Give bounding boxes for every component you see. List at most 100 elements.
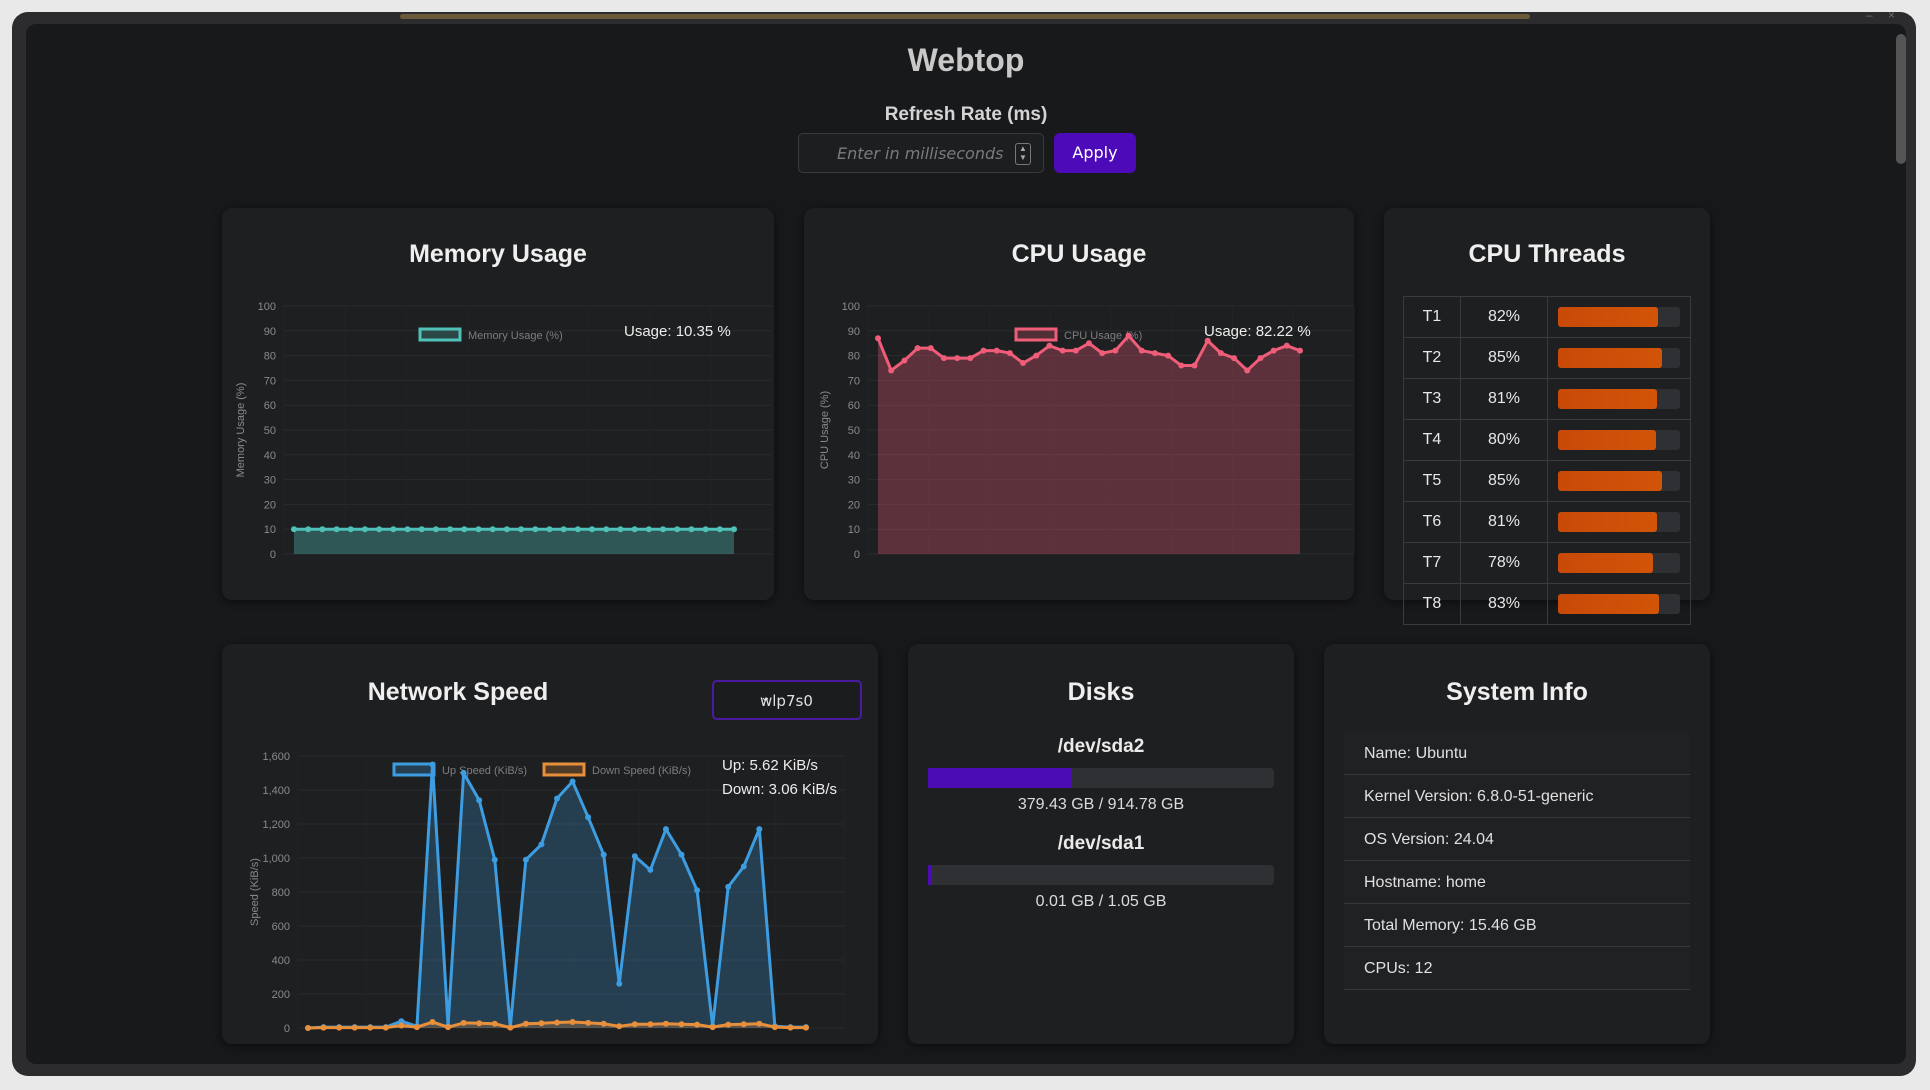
data-point — [647, 866, 654, 873]
data-point — [678, 1021, 685, 1028]
apply-button[interactable]: Apply — [1054, 133, 1136, 173]
y-tick-label: 100 — [842, 301, 860, 313]
data-point — [1138, 347, 1145, 354]
thread-percent: 81% — [1460, 378, 1548, 420]
network-interface-value: wlp7s0 — [760, 692, 813, 710]
thread-id: T1 — [1403, 296, 1461, 338]
memory-usage-title: Memory Usage — [409, 240, 587, 268]
data-point — [305, 1025, 311, 1031]
data-point — [647, 1021, 654, 1028]
page-scrollbar[interactable] — [1896, 34, 1906, 164]
data-point — [305, 526, 312, 533]
data-point — [617, 526, 624, 533]
system-info-row: OS Version: 24.04 — [1344, 818, 1690, 861]
thread-progress-fill — [1558, 471, 1662, 491]
data-point — [569, 778, 576, 785]
minimize-icon[interactable]: – — [1866, 8, 1873, 22]
data-point — [585, 814, 592, 821]
data-point — [725, 883, 732, 890]
data-point — [940, 355, 947, 362]
thread-id: T7 — [1403, 542, 1461, 584]
y-axis-label: CPU Usage (%) — [819, 391, 831, 469]
thread-id: T8 — [1403, 583, 1461, 625]
data-point — [631, 853, 638, 860]
y-tick-label: 1,400 — [262, 785, 290, 797]
data-point — [351, 1024, 358, 1031]
data-point — [569, 1019, 576, 1026]
data-point — [491, 856, 498, 863]
thread-bar-cell — [1547, 460, 1691, 502]
thread-progress-bar — [1558, 594, 1680, 614]
window-drag-bar[interactable] — [400, 14, 1530, 19]
data-point — [447, 526, 454, 533]
data-point — [319, 526, 326, 533]
data-point — [662, 1020, 669, 1027]
thread-progress-bar — [1558, 307, 1680, 327]
data-point — [645, 526, 652, 533]
y-tick-label: 0 — [854, 549, 860, 561]
network-interface-select[interactable]: wlp7s0 ⌄ — [712, 680, 862, 720]
data-point — [413, 1024, 420, 1031]
data-point — [522, 856, 529, 863]
disk-usage-fill — [928, 768, 1072, 788]
data-point — [1151, 350, 1158, 357]
data-point — [320, 1024, 327, 1031]
data-point — [674, 526, 681, 533]
memory-usage-value: Usage: 10.35 % — [624, 323, 731, 340]
data-point — [460, 1019, 467, 1026]
legend-swatch — [542, 762, 586, 777]
data-point — [731, 526, 737, 533]
series-area — [294, 529, 734, 554]
data-point — [361, 526, 368, 533]
number-spinner-icon[interactable]: ▲▼ — [1015, 143, 1031, 165]
close-icon[interactable]: × — [1888, 8, 1896, 22]
data-point — [1270, 347, 1277, 354]
disk-name: /dev/sda2 — [1057, 736, 1145, 757]
y-tick-label: 20 — [264, 499, 276, 511]
y-tick-label: 40 — [264, 450, 276, 462]
thread-percent: 85% — [1460, 337, 1548, 379]
data-point — [1046, 342, 1053, 349]
thread-progress-bar — [1558, 348, 1680, 368]
disk-usage-fill — [928, 865, 933, 885]
data-point — [554, 795, 560, 802]
y-tick-label: 800 — [272, 887, 290, 899]
refresh-rate-input[interactable]: Enter in milliseconds ▲▼ — [798, 133, 1044, 173]
thread-progress-bar — [1558, 512, 1680, 532]
thread-progress-fill — [1558, 348, 1662, 368]
y-tick-label: 60 — [264, 400, 276, 412]
y-tick-label: 1,000 — [262, 853, 290, 865]
data-point — [518, 526, 525, 533]
data-point — [585, 1019, 592, 1026]
thread-bar-cell — [1547, 542, 1691, 584]
y-tick-label: 1,600 — [262, 751, 290, 763]
refresh-rate-placeholder: Enter in milliseconds — [837, 144, 1004, 163]
thread-bar-cell — [1547, 583, 1691, 625]
data-point — [560, 526, 567, 533]
data-point — [461, 526, 468, 533]
page-title: Webtop — [907, 42, 1025, 78]
data-point — [954, 355, 961, 362]
y-tick-label: 20 — [848, 499, 860, 511]
data-point — [694, 887, 701, 894]
data-point — [476, 1020, 483, 1027]
thread-progress-fill — [1558, 594, 1660, 614]
legend-label: Down Speed (KiB/s) — [592, 765, 691, 777]
data-point — [429, 1019, 436, 1026]
data-point — [740, 863, 747, 870]
data-point — [660, 526, 667, 533]
data-point — [522, 1020, 529, 1027]
data-point — [600, 1020, 607, 1027]
system-info-row: CPUs: 12 — [1344, 947, 1690, 990]
data-point — [662, 826, 669, 833]
thread-bar-cell — [1547, 419, 1691, 461]
thread-progress-fill — [1558, 307, 1659, 327]
data-point — [740, 1021, 747, 1028]
data-point — [1231, 355, 1238, 362]
thread-percent: 85% — [1460, 460, 1548, 502]
data-point — [980, 347, 987, 354]
